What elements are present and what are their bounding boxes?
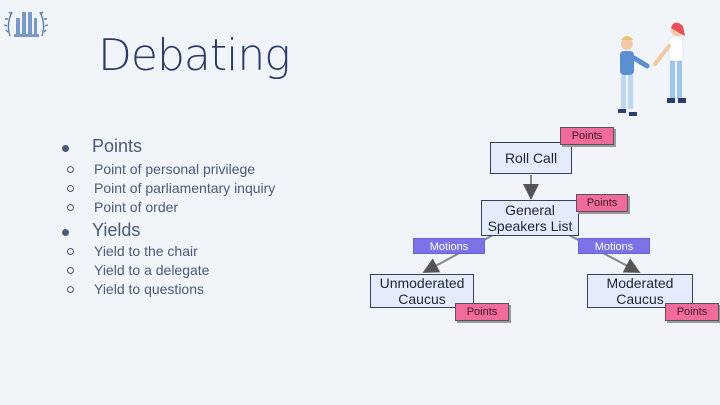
sub-bullet: Point of parliamentary inquiry bbox=[67, 180, 275, 196]
points-tag: Points bbox=[455, 303, 509, 321]
points-tag: Points bbox=[665, 303, 719, 321]
ring-bullet-icon bbox=[67, 165, 74, 173]
unmod-label-line1: Unmoderated bbox=[379, 275, 465, 291]
points-tag: Points bbox=[576, 194, 628, 212]
unmoderated-caucus-box: Unmoderated Caucus bbox=[370, 274, 474, 308]
bullet-label: Yields bbox=[92, 220, 141, 240]
mod-label-line1: Moderated bbox=[606, 275, 674, 291]
page-title: Debating bbox=[98, 30, 291, 81]
sub-bullet: Point of order bbox=[67, 199, 178, 215]
sub-bullet: Yield to questions bbox=[67, 281, 204, 297]
bullet-dot-icon bbox=[62, 229, 69, 236]
motions-tag: Motions bbox=[578, 238, 650, 254]
handshake-people-icon bbox=[618, 22, 686, 116]
points-tag: Points bbox=[560, 127, 614, 145]
sub-bullet: Yield to the chair bbox=[67, 243, 198, 259]
ring-bullet-icon bbox=[67, 285, 74, 293]
mod-label-line2: Caucus bbox=[616, 291, 664, 307]
sub-bullet-text: Yield to the chair bbox=[94, 243, 198, 259]
ring-bullet-icon bbox=[67, 247, 74, 255]
gsl-label-line2: Speakers List bbox=[487, 218, 573, 234]
unmod-label-line2: Caucus bbox=[398, 291, 446, 307]
bullet-dot-icon bbox=[62, 145, 69, 152]
gsl-label-line1: General bbox=[505, 202, 555, 218]
ring-bullet-icon bbox=[67, 203, 74, 211]
moderated-caucus-box: Moderated Caucus bbox=[587, 274, 693, 308]
ring-bullet-icon bbox=[67, 266, 74, 274]
un-emblem-icon bbox=[4, 11, 48, 37]
general-speakers-list-box: General Speakers List bbox=[481, 200, 579, 236]
motions-tag: Motions bbox=[413, 238, 485, 254]
roll-call-box: Roll Call bbox=[490, 142, 572, 174]
sub-bullet-text: Yield to a delegate bbox=[94, 262, 210, 278]
ring-bullet-icon bbox=[67, 184, 74, 192]
sub-bullet-text: Point of personal privilege bbox=[94, 161, 256, 177]
sub-bullet-text: Yield to questions bbox=[94, 281, 204, 297]
sub-bullet: Yield to a delegate bbox=[67, 262, 209, 278]
sub-bullet: Point of personal privilege bbox=[67, 161, 255, 177]
roll-call-label: Roll Call bbox=[504, 150, 558, 166]
sub-bullet-text: Point of order bbox=[94, 199, 179, 215]
sub-bullet-text: Point of parliamentary inquiry bbox=[94, 180, 276, 196]
bullet-label: Points bbox=[92, 136, 143, 156]
